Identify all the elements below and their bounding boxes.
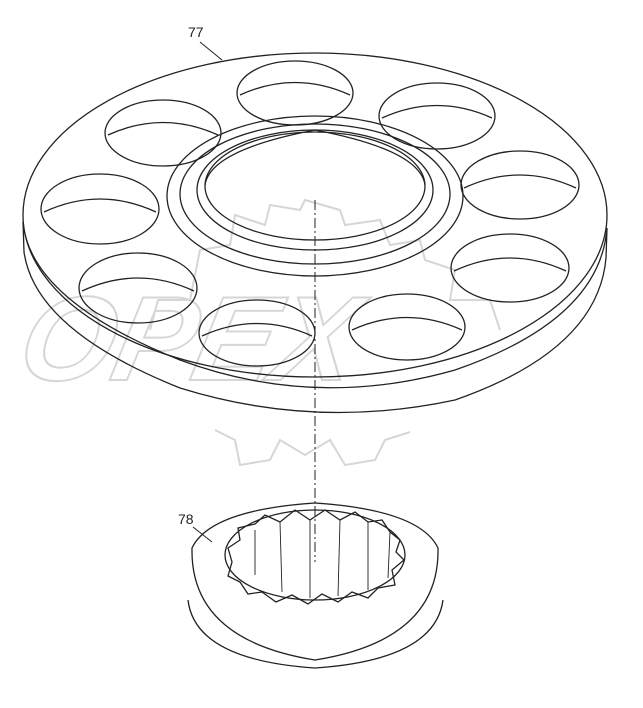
bushing-spline-teeth — [227, 509, 405, 605]
callout-77: 77 — [188, 24, 223, 61]
callout-77-label: 77 — [188, 24, 204, 40]
callout-78-leader — [192, 526, 213, 543]
part-78-spherical-bushing — [187, 502, 444, 669]
plate-side-edge — [22, 221, 608, 389]
callout-78-label: 78 — [178, 511, 194, 527]
piston-hole — [40, 173, 160, 245]
piston-hole — [348, 293, 466, 361]
bushing-spline-grooves — [254, 519, 391, 598]
bushing-outer-dome — [191, 502, 439, 661]
piston-hole — [378, 82, 496, 150]
bushing-bore — [224, 509, 406, 601]
piston-hole — [78, 252, 198, 324]
watermark-text: OPEX — [9, 271, 377, 405]
piston-hole — [460, 150, 580, 220]
piston-hole — [236, 60, 354, 126]
callout-77-leader — [199, 41, 223, 61]
hub-bore-shadow — [204, 129, 426, 186]
bushing-base-curve — [187, 599, 444, 669]
piston-hole — [104, 99, 222, 167]
hub-outer — [166, 115, 464, 277]
part-77-retainer-plate — [22, 52, 608, 414]
piston-hole — [450, 233, 570, 303]
plate-bottom-edge — [22, 221, 608, 414]
callout-78: 78 — [178, 511, 213, 543]
